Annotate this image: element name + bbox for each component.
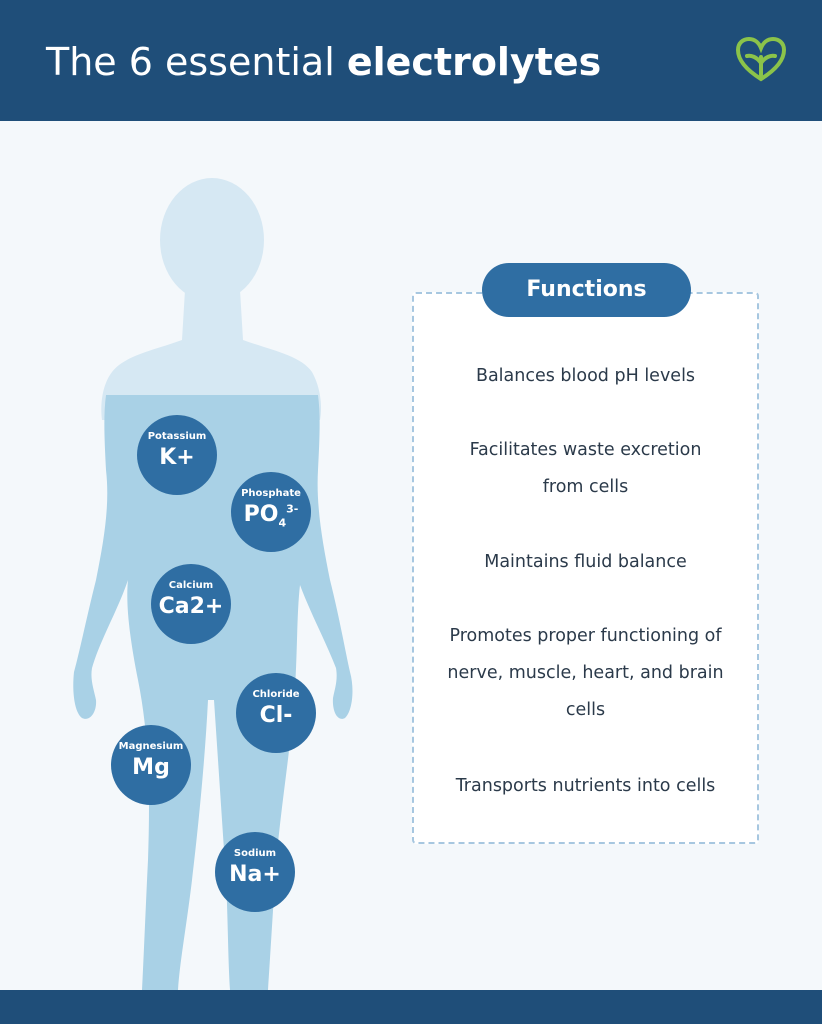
electrolyte-symbol: PO43- bbox=[231, 502, 311, 529]
function-item: Facilitates waste excretion from cells bbox=[469, 440, 702, 497]
leaf-heart-icon bbox=[735, 37, 787, 82]
electrolyte-phosphate: Phosphate PO43- bbox=[231, 472, 311, 552]
electrolyte-name: Phosphate bbox=[241, 488, 301, 499]
silhouette-upper bbox=[101, 178, 322, 420]
functions-title: Functions bbox=[482, 263, 691, 317]
electrolyte-symbol: Mg bbox=[132, 755, 170, 780]
electrolyte-symbol: Cl- bbox=[259, 703, 293, 728]
electrolyte-name: Chloride bbox=[252, 689, 300, 700]
header-bar: The 6 essential electrolytes bbox=[0, 0, 822, 121]
electrolyte-magnesium: Magnesium Mg bbox=[111, 725, 191, 805]
electrolyte-symbol: Na+ bbox=[229, 862, 281, 887]
symbol-main: PO bbox=[243, 502, 279, 527]
functions-box bbox=[412, 292, 759, 844]
title-regular: The 6 essential bbox=[46, 40, 347, 84]
function-item: Maintains fluid balance bbox=[484, 552, 687, 572]
symbol-superscript: 3- bbox=[286, 502, 299, 516]
electrolyte-name: Magnesium bbox=[118, 741, 184, 752]
function-item: Transports nutrients into cells bbox=[455, 776, 716, 796]
electrolyte-name: Potassium bbox=[147, 431, 207, 442]
page-title: The 6 essential electrolytes bbox=[46, 38, 601, 86]
title-bold: electrolytes bbox=[346, 40, 602, 84]
electrolyte-chloride: Chloride Cl- bbox=[236, 673, 316, 753]
electrolyte-sodium: Sodium Na+ bbox=[215, 832, 295, 912]
electrolyte-calcium: Calcium Ca2+ bbox=[151, 564, 231, 644]
electrolyte-symbol: Ca2+ bbox=[158, 594, 224, 619]
symbol-subscript: 4 bbox=[278, 516, 287, 530]
electrolyte-name: Calcium bbox=[168, 580, 214, 591]
function-item: Promotes proper functioning of nerve, mu… bbox=[447, 626, 724, 720]
function-item: Balances blood pH levels bbox=[475, 366, 696, 386]
electrolyte-symbol: K+ bbox=[159, 445, 195, 470]
electrolyte-potassium: Potassium K+ bbox=[137, 415, 217, 495]
footer-bar bbox=[0, 990, 822, 1024]
electrolyte-name: Sodium bbox=[233, 848, 277, 859]
